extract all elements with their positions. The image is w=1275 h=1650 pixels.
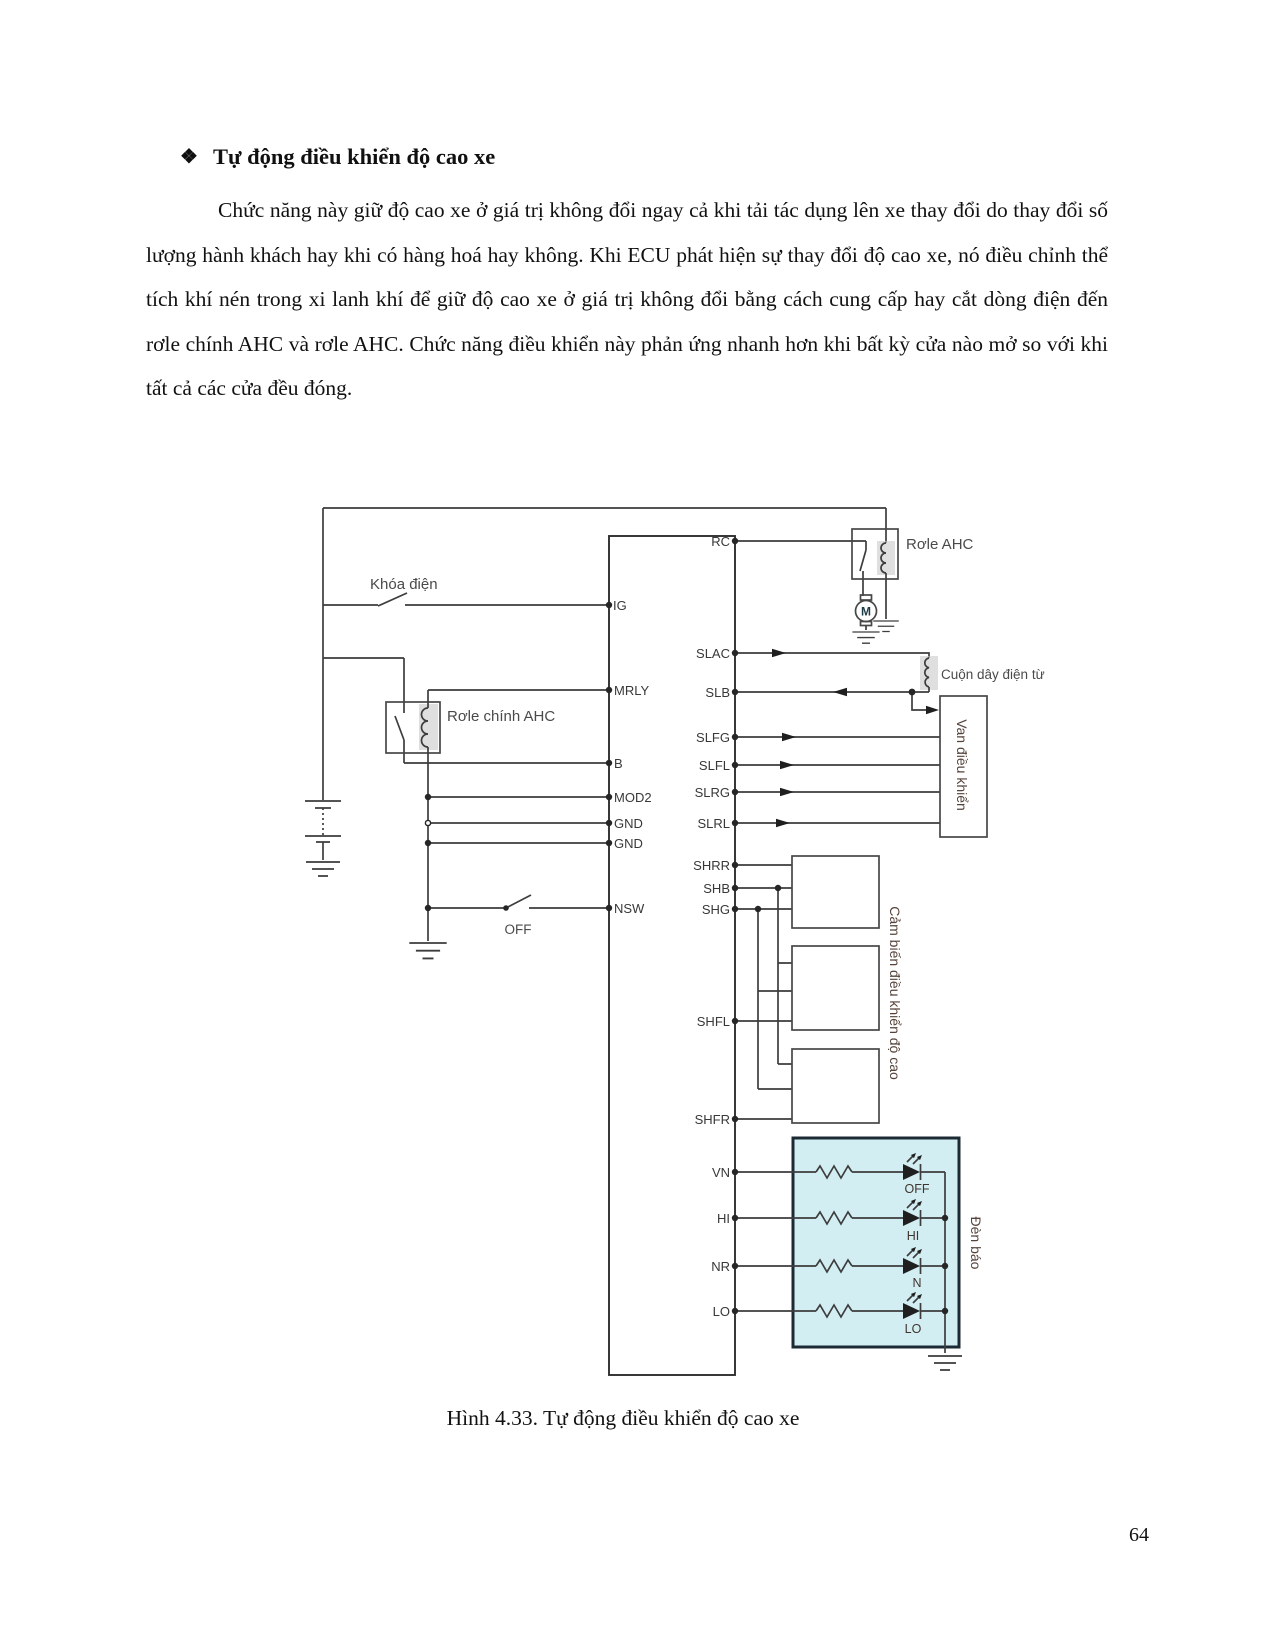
terminal-slrg: SLRG xyxy=(695,785,730,800)
terminal-shfl: SHFL xyxy=(697,1014,730,1029)
terminal-vn: VN xyxy=(712,1165,730,1180)
ecu-box xyxy=(608,535,736,1376)
led-icon xyxy=(903,1258,920,1274)
led-label-hi: HI xyxy=(907,1229,920,1243)
main-ahc-relay xyxy=(323,657,609,941)
ecu-terminal-labels-right: RC SLAC SLB SLFG SLFL SLRG SLRL SHRR SHB… xyxy=(693,534,730,1319)
terminal-b: B xyxy=(614,756,623,771)
figure-caption: Hình 4.33. Tự động điều khiển độ cao xe xyxy=(446,1406,800,1430)
terminal-mrly: MRLY xyxy=(614,683,649,698)
led-label-lo: LO xyxy=(905,1322,922,1336)
led-label-off: OFF xyxy=(905,1182,930,1196)
led-icon xyxy=(903,1164,920,1180)
ignition-switch xyxy=(323,592,609,607)
solenoid-coil-label: Cuộn dây điện từ xyxy=(941,667,1045,682)
terminal-shb: SHB xyxy=(703,881,730,896)
ground-icon xyxy=(305,861,341,877)
ignition-switch-label: Khóa điện xyxy=(370,576,438,593)
page-number: 64 xyxy=(1129,1524,1149,1546)
diamond-bullet-icon: ❖ xyxy=(180,146,198,168)
ground-icon xyxy=(872,620,900,633)
terminal-slac: SLAC xyxy=(696,646,730,661)
ground-icon xyxy=(408,942,448,960)
solenoid-coil xyxy=(735,648,939,715)
body-paragraph: Chức năng này giữ độ cao xe ở giá trị kh… xyxy=(146,198,1108,401)
terminal-shrr: SHRR xyxy=(693,858,730,873)
sensor-box xyxy=(791,1048,880,1124)
terminal-slrl: SLRL xyxy=(697,816,730,831)
motor-icon: M xyxy=(854,594,878,630)
ecu-left-wires xyxy=(428,796,609,909)
terminal-rc: RC xyxy=(711,534,730,549)
sensor-box xyxy=(791,945,880,1031)
terminal-gnd-2: GND xyxy=(614,836,643,851)
nsw-switch xyxy=(428,894,609,909)
battery-icon xyxy=(305,800,341,860)
lamp-row-vn: OFF xyxy=(735,1153,945,1196)
lamp-row-nr: N xyxy=(735,1247,945,1290)
valve-wires xyxy=(735,732,940,828)
junction-dots xyxy=(424,537,949,1315)
height-sensor-label: Cảm biến điều khiển độ cao xyxy=(887,906,903,1080)
relay-coil-icon xyxy=(880,542,887,574)
nsw-off-label: OFF xyxy=(505,922,532,937)
motor-label: M xyxy=(861,605,871,619)
terminal-ig: IG xyxy=(613,598,627,613)
led-icon xyxy=(903,1303,920,1319)
ground-icon xyxy=(851,631,881,644)
lamp-row-lo: LO xyxy=(735,1292,945,1336)
ecu-terminal-labels-left: IG MRLY B MOD2 GND GND NSW xyxy=(613,598,652,916)
terminal-slb: SLB xyxy=(705,685,730,700)
height-sensor-wires xyxy=(735,864,792,1120)
control-valve-label: Van điều khiển xyxy=(954,719,970,811)
terminal-nr: NR xyxy=(711,1259,730,1274)
ahc-relay xyxy=(735,528,899,619)
coil-icon xyxy=(923,657,930,688)
terminal-nsw: NSW xyxy=(614,901,645,916)
height-sensor-boxes xyxy=(791,855,880,1124)
lamp-row-hi: HI xyxy=(735,1199,945,1243)
indicator-lamp-label: Đèn báo xyxy=(968,1217,984,1270)
ground-icon xyxy=(927,1355,963,1371)
circuit-diagram: M OFF xyxy=(305,507,1045,1376)
terminal-lo: LO xyxy=(713,1304,730,1319)
led-label-n: N xyxy=(912,1276,921,1290)
control-valve-box xyxy=(939,695,988,838)
terminal-slfg: SLFG xyxy=(696,730,730,745)
led-icon xyxy=(903,1210,920,1226)
terminal-shfr: SHFR xyxy=(695,1112,730,1127)
terminal-slfl: SLFL xyxy=(699,758,730,773)
section-heading-text: Tự động điều khiển độ cao xe xyxy=(212,144,496,169)
sensor-box xyxy=(791,855,880,929)
power-wires xyxy=(322,507,887,800)
ahc-relay-label: Rơle AHC xyxy=(906,536,974,553)
terminal-gnd-1: GND xyxy=(614,816,643,831)
section-heading: ❖ Tự động điều khiển độ cao xe xyxy=(180,144,495,170)
terminal-mod2: MOD2 xyxy=(614,790,652,805)
terminal-shg: SHG xyxy=(702,902,730,917)
terminal-hi: HI xyxy=(717,1211,730,1226)
relay-coil-icon xyxy=(420,707,429,748)
main-ahc-relay-label: Rơle chính AHC xyxy=(447,708,555,725)
